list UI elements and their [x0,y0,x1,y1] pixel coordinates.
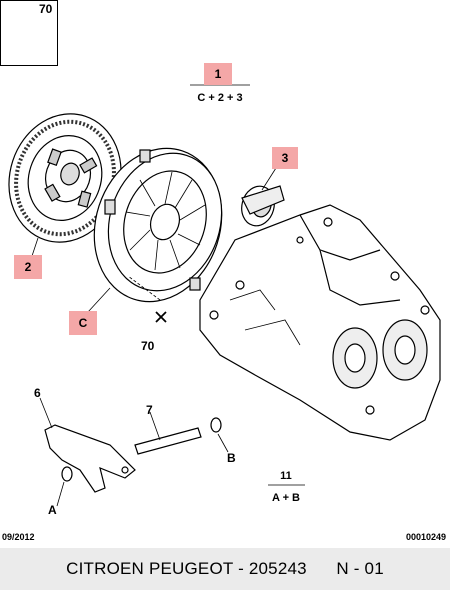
exploded-diagram: 70 1 C + 2 + 3 3 2 C 70 6 7 B A 11 A + B [0,0,441,517]
release-fork-drawing [44,424,136,493]
diagram-date: 09/2012 [2,532,35,542]
label-part-70: 70 [141,339,155,353]
bolt-inset: 70 [0,0,58,66]
label-part-b: B [227,451,236,465]
diagram-code: 00010249 [405,532,446,542]
gearbox-housing-drawing [199,204,441,441]
diagram-drawing [8,25,441,507]
bushing-a-drawing [61,466,73,482]
group-1-formula: C + 2 + 3 [197,92,243,104]
callout-part-c: C [69,311,97,335]
bolt-location-mark [155,311,167,323]
release-bearing-drawing [241,185,285,227]
footer-brand-part: CITROEN PEUGEOT - 205243 [66,559,307,578]
footer-bar: CITROEN PEUGEOT - 205243 N - 01 [0,548,450,590]
label-part-a: A [48,503,57,517]
pressure-plate-drawing [93,147,223,303]
label-group-11: 11 [280,470,292,482]
label-part-6: 6 [34,386,41,400]
clutch-disc-drawing [8,113,122,243]
footer-sheet: N - 01 [336,559,384,578]
fork-shaft-drawing [134,427,202,455]
label-part-7: 7 [146,403,153,417]
group-11-formula: A + B [271,492,300,504]
callout-part-2: 2 [14,255,42,279]
bushing-b-drawing [210,417,222,433]
callout-part-3: 3 [272,147,298,169]
leader-lines [31,84,305,507]
inset-part-number: 70 [39,2,53,16]
footer-spacer [307,559,337,579]
callout-group-1: 1 [204,63,232,85]
